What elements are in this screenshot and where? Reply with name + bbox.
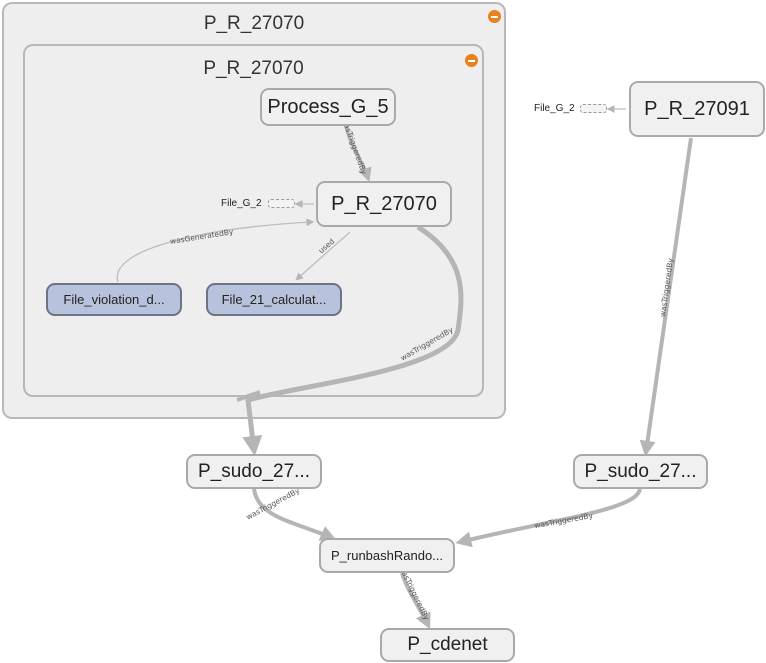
file-ref-inner-label[interactable]: File_G_2 xyxy=(221,198,262,209)
node-process-g-5[interactable]: Process_G_5 xyxy=(260,88,396,126)
node-p-cdenet-label: P_cdenet xyxy=(407,634,488,655)
node-p-sudo-left-label: P_sudo_27... xyxy=(198,460,310,482)
node-p-r-27070-label: P_R_27070 xyxy=(331,192,437,215)
node-p-sudo-right-label: P_sudo_27... xyxy=(584,460,697,482)
edge-label-sudo-right-to-runbash: wasTriggeredBy xyxy=(534,511,595,530)
inner-group-p-r-27070[interactable]: P_R_27070 xyxy=(23,44,484,397)
node-p-r-27091[interactable]: P_R_27091 xyxy=(629,81,765,137)
node-p-sudo-left[interactable]: P_sudo_27... xyxy=(186,454,322,489)
node-file-violation-label: File_violation_d... xyxy=(63,292,165,307)
file-ref-right-label[interactable]: File_G_2 xyxy=(534,103,575,114)
edge-label-file-violation-to-p27070: wasGeneratedBy xyxy=(169,227,234,246)
file-ref-inner-stub[interactable] xyxy=(268,199,295,208)
node-file-violation[interactable]: File_violation_d... xyxy=(46,283,182,316)
edge-file-violation-to-p27070 xyxy=(116,218,315,283)
edge-p27070-to-file21 xyxy=(295,231,351,281)
edge-p27070-to-sudo-left-head xyxy=(236,390,261,402)
edge-p27091-to-sudo-right xyxy=(639,137,693,457)
edge-label-p27091-to-sudo-right: wasTriggeredBy xyxy=(658,257,675,318)
node-p-runbash[interactable]: P_runbashRando... xyxy=(319,538,455,573)
edge-process-to-p27070 xyxy=(344,125,372,182)
node-p-cdenet[interactable]: P_cdenet xyxy=(380,628,515,662)
node-file-21-label: File_21_calculat... xyxy=(221,292,327,307)
edge-p27070-to-sudo-left xyxy=(242,224,464,456)
file-ref-right-stub[interactable] xyxy=(580,104,607,113)
outer-group-title: P_R_27070 xyxy=(203,13,305,34)
edge-runbash-to-cdenet xyxy=(400,572,431,630)
inner-group-title: P_R_27070 xyxy=(203,58,304,79)
node-p-runbash-label: P_runbashRando... xyxy=(330,548,444,563)
node-file-21-calculat[interactable]: File_21_calculat... xyxy=(206,283,342,316)
node-p-r-27070[interactable]: P_R_27070 xyxy=(316,181,452,227)
edge-sudo-left-to-runbash xyxy=(252,488,337,541)
node-p-r-27091-label: P_R_27091 xyxy=(644,97,750,120)
inner-collapse-icon[interactable] xyxy=(465,54,478,67)
edge-sudo-right-to-runbash xyxy=(455,488,642,548)
node-p-sudo-right[interactable]: P_sudo_27... xyxy=(573,454,708,489)
node-process-g-5-label: Process_G_5 xyxy=(267,95,389,118)
outer-collapse-icon[interactable] xyxy=(488,10,501,23)
